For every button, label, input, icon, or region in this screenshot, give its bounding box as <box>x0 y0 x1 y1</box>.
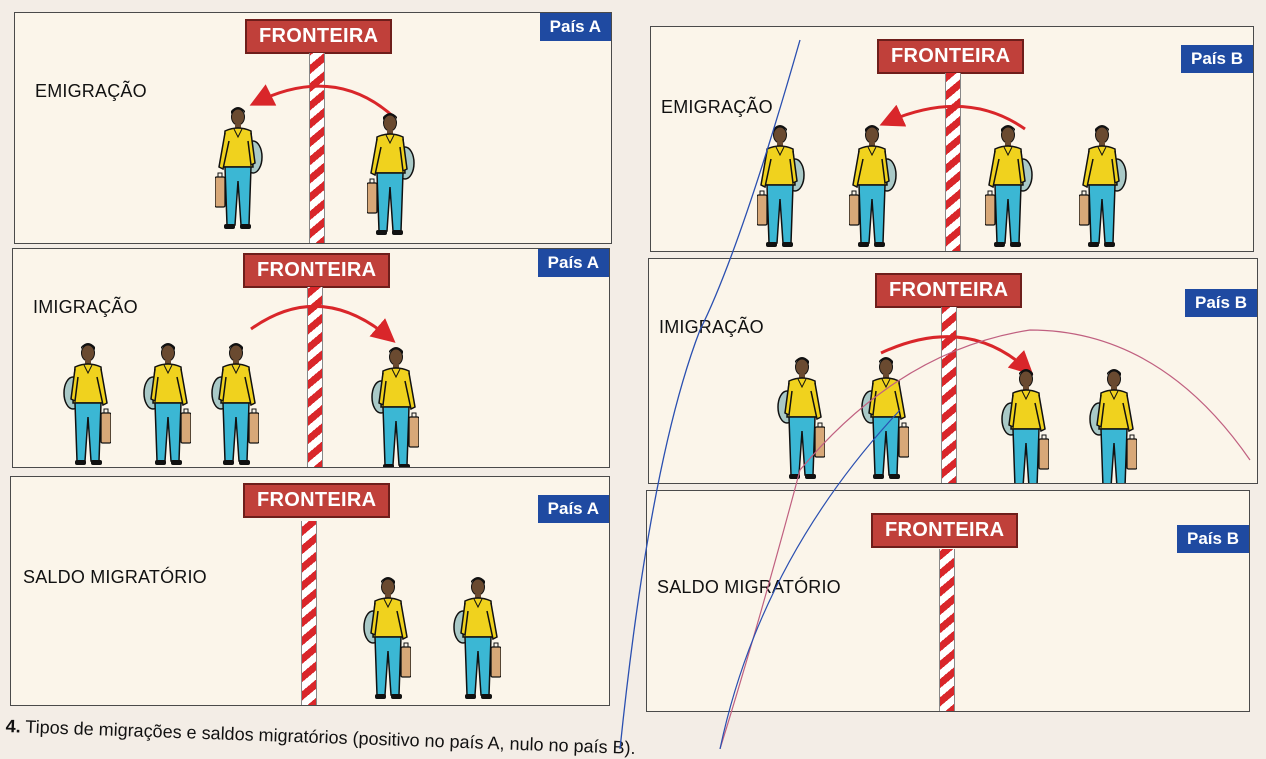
frontier-label: FRONTEIRA <box>243 253 390 288</box>
traveler-figure <box>985 123 1035 252</box>
panel-a-balance: FRONTEIRA País A SALDO MIGRATÓRIO <box>10 476 610 706</box>
traveler-figure <box>215 105 265 235</box>
traveler-figure <box>775 355 825 484</box>
frontier-label: FRONTEIRA <box>245 19 392 54</box>
figure-caption-text: Tipos de migrações e saldos migratórios … <box>25 717 636 758</box>
frontier-label: FRONTEIRA <box>875 273 1022 308</box>
country-badge: País A <box>538 249 609 277</box>
country-badge: País A <box>538 495 609 523</box>
frontier-label: FRONTEIRA <box>871 513 1018 548</box>
panel-label: SALDO MIGRATÓRIO <box>657 577 841 598</box>
traveler-figure <box>369 345 419 468</box>
panel-b-emigration: FRONTEIRA País B EMIGRAÇÃO <box>650 26 1254 252</box>
border-pole <box>301 521 317 706</box>
traveler-figure <box>209 341 259 468</box>
traveler-figure <box>361 575 411 705</box>
traveler-figure <box>999 367 1049 484</box>
arrow-right <box>241 289 401 349</box>
traveler-figure <box>849 123 899 252</box>
panel-label: EMIGRAÇÃO <box>35 81 147 102</box>
panel-label: SALDO MIGRATÓRIO <box>23 567 207 588</box>
panel-label: EMIGRAÇÃO <box>661 97 773 118</box>
frontier-label: FRONTEIRA <box>243 483 390 518</box>
panel-a-immigration: FRONTEIRA País A IMIGRAÇÃO <box>12 248 610 468</box>
panel-b-immigration: FRONTEIRA País B IMIGRAÇÃO <box>648 258 1258 484</box>
country-badge: País A <box>540 13 611 41</box>
traveler-figure <box>367 111 417 241</box>
figure-number: 4. <box>5 716 21 737</box>
traveler-figure <box>61 341 111 468</box>
panel-label: IMIGRAÇÃO <box>659 317 764 338</box>
traveler-figure <box>1087 367 1137 484</box>
panel-a-emigration: FRONTEIRA País A EMIGRAÇÃO <box>14 12 612 244</box>
country-badge: País B <box>1181 45 1253 73</box>
traveler-figure <box>141 341 191 468</box>
border-pole <box>939 549 955 712</box>
panel-label: IMIGRAÇÃO <box>33 297 138 318</box>
traveler-figure <box>451 575 501 705</box>
frontier-label: FRONTEIRA <box>877 39 1024 74</box>
traveler-figure <box>757 123 807 252</box>
figure-caption: 4. Tipos de migrações e saldos migratóri… <box>5 716 636 759</box>
country-badge: País B <box>1185 289 1257 317</box>
country-badge: País B <box>1177 525 1249 553</box>
traveler-figure <box>859 355 909 484</box>
traveler-figure <box>1079 123 1129 252</box>
panel-b-balance: FRONTEIRA País B SALDO MIGRATÓRIO <box>646 490 1250 712</box>
